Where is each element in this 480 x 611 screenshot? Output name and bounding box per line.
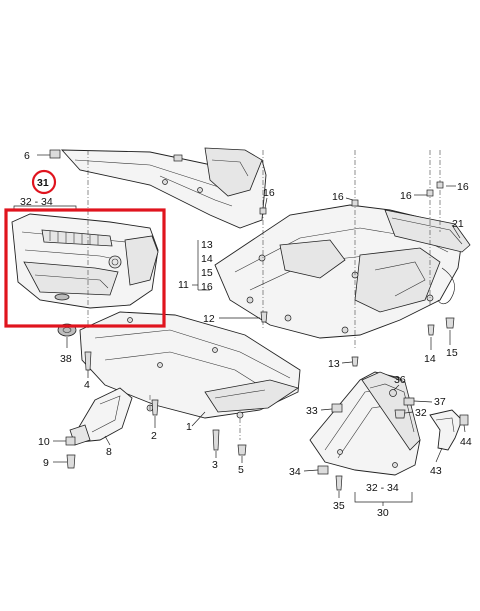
callout-15-b[interactable]: 15 xyxy=(446,347,458,359)
highlight-frame xyxy=(4,208,166,328)
callout-15-a[interactable]: 15 xyxy=(201,267,213,279)
callout-10[interactable]: 10 xyxy=(38,436,50,448)
bracket-part-43 xyxy=(429,409,463,451)
callout-33[interactable]: 33 xyxy=(306,405,318,417)
rear-bracket-part xyxy=(384,209,471,305)
leader-lines xyxy=(13,154,466,506)
assembly-lines xyxy=(87,150,441,440)
callout-5[interactable]: 5 xyxy=(238,464,244,476)
callout-32-34-left[interactable]: 32 - 34 xyxy=(20,196,53,208)
callout-2[interactable]: 2 xyxy=(151,430,157,442)
underbody-panel-middle xyxy=(79,311,301,419)
callout-4[interactable]: 4 xyxy=(84,379,90,391)
highlight-circle xyxy=(31,169,57,195)
cross-member-part xyxy=(60,147,267,229)
underbody-panel-side xyxy=(309,371,421,476)
callout-21[interactable]: 21 xyxy=(452,218,464,230)
fasteners xyxy=(49,149,469,491)
callout-16-d[interactable]: 16 xyxy=(457,181,469,193)
callout-13-b[interactable]: 13 xyxy=(328,358,340,370)
front-noise-insulation-panel xyxy=(11,213,159,309)
callout-38[interactable]: 38 xyxy=(60,353,72,365)
callout-12[interactable]: 12 xyxy=(203,313,215,325)
callout-labels: 6 31 32 - 34 16 16 16 16 21 13 14 15 16 … xyxy=(20,150,472,519)
callout-8[interactable]: 8 xyxy=(106,446,112,458)
callout-14-b[interactable]: 14 xyxy=(424,353,436,365)
callout-11[interactable]: 11 xyxy=(178,279,189,291)
callout-32[interactable]: 32 xyxy=(415,407,427,419)
callout-43[interactable]: 43 xyxy=(430,465,442,477)
callout-13-a[interactable]: 13 xyxy=(201,239,213,251)
callout-44[interactable]: 44 xyxy=(460,436,472,448)
callout-35[interactable]: 35 xyxy=(333,500,345,512)
callout-16-a[interactable]: 16 xyxy=(263,187,275,199)
callout-6[interactable]: 6 xyxy=(24,150,30,162)
callout-9[interactable]: 9 xyxy=(43,457,49,469)
callout-16-b[interactable]: 16 xyxy=(332,191,344,203)
callout-32-34-right[interactable]: 32 - 34 xyxy=(366,482,399,494)
callout-16-e[interactable]: 16 xyxy=(201,281,213,293)
callout-36[interactable]: 36 xyxy=(394,374,406,386)
callout-37[interactable]: 37 xyxy=(434,396,446,408)
callout-34[interactable]: 34 xyxy=(289,466,301,478)
callout-30[interactable]: 30 xyxy=(377,507,389,519)
callout-16-c[interactable]: 16 xyxy=(400,190,412,202)
callout-14-a[interactable]: 14 xyxy=(201,253,213,265)
callout-1[interactable]: 1 xyxy=(186,421,192,433)
side-cover-part xyxy=(69,387,133,446)
callout-3[interactable]: 3 xyxy=(212,459,218,471)
callout-31[interactable]: 31 xyxy=(37,177,49,189)
